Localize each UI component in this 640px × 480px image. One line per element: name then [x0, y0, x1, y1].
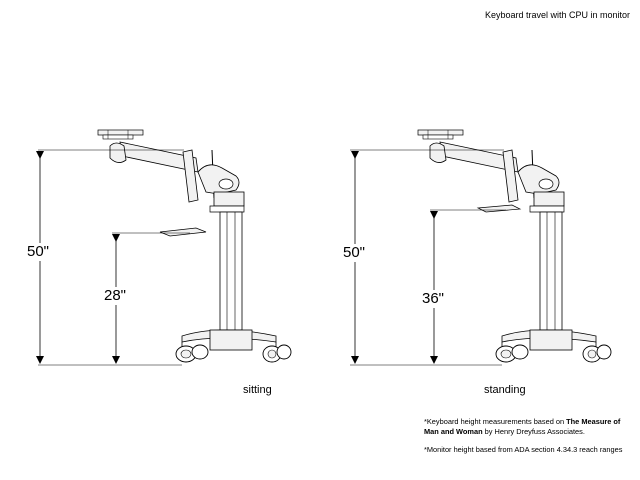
standing-keyboard-tray	[476, 204, 522, 213]
sitting-total-height-label: 50"	[26, 243, 51, 261]
standing-caption: standing	[484, 384, 526, 396]
note1-prefix: *Keyboard height measurements based on	[424, 417, 567, 426]
monitor-height-note: *Monitor height based from ADA section 4…	[424, 445, 623, 454]
note1-book-title: The Measure of Man and Woman	[424, 417, 621, 436]
standing-dimensions	[350, 149, 506, 366]
sitting-dimensions	[36, 149, 190, 366]
standing-cart	[417, 129, 612, 363]
standing-total-height-label: 50"	[342, 244, 367, 262]
sitting-cart	[97, 129, 292, 363]
sitting-keyboard-height-label: 28"	[103, 287, 128, 305]
standing-keyboard-height-label: 36"	[421, 290, 446, 308]
sitting-caption: sitting	[243, 384, 272, 396]
note1-suffix: by Henry Dreyfuss Associates.	[482, 427, 585, 436]
keyboard-height-note: *Keyboard height measurements based on T…	[424, 417, 636, 437]
diagram-title: Keyboard travel with CPU in monitor	[485, 10, 631, 20]
sitting-keyboard-tray	[159, 227, 207, 237]
